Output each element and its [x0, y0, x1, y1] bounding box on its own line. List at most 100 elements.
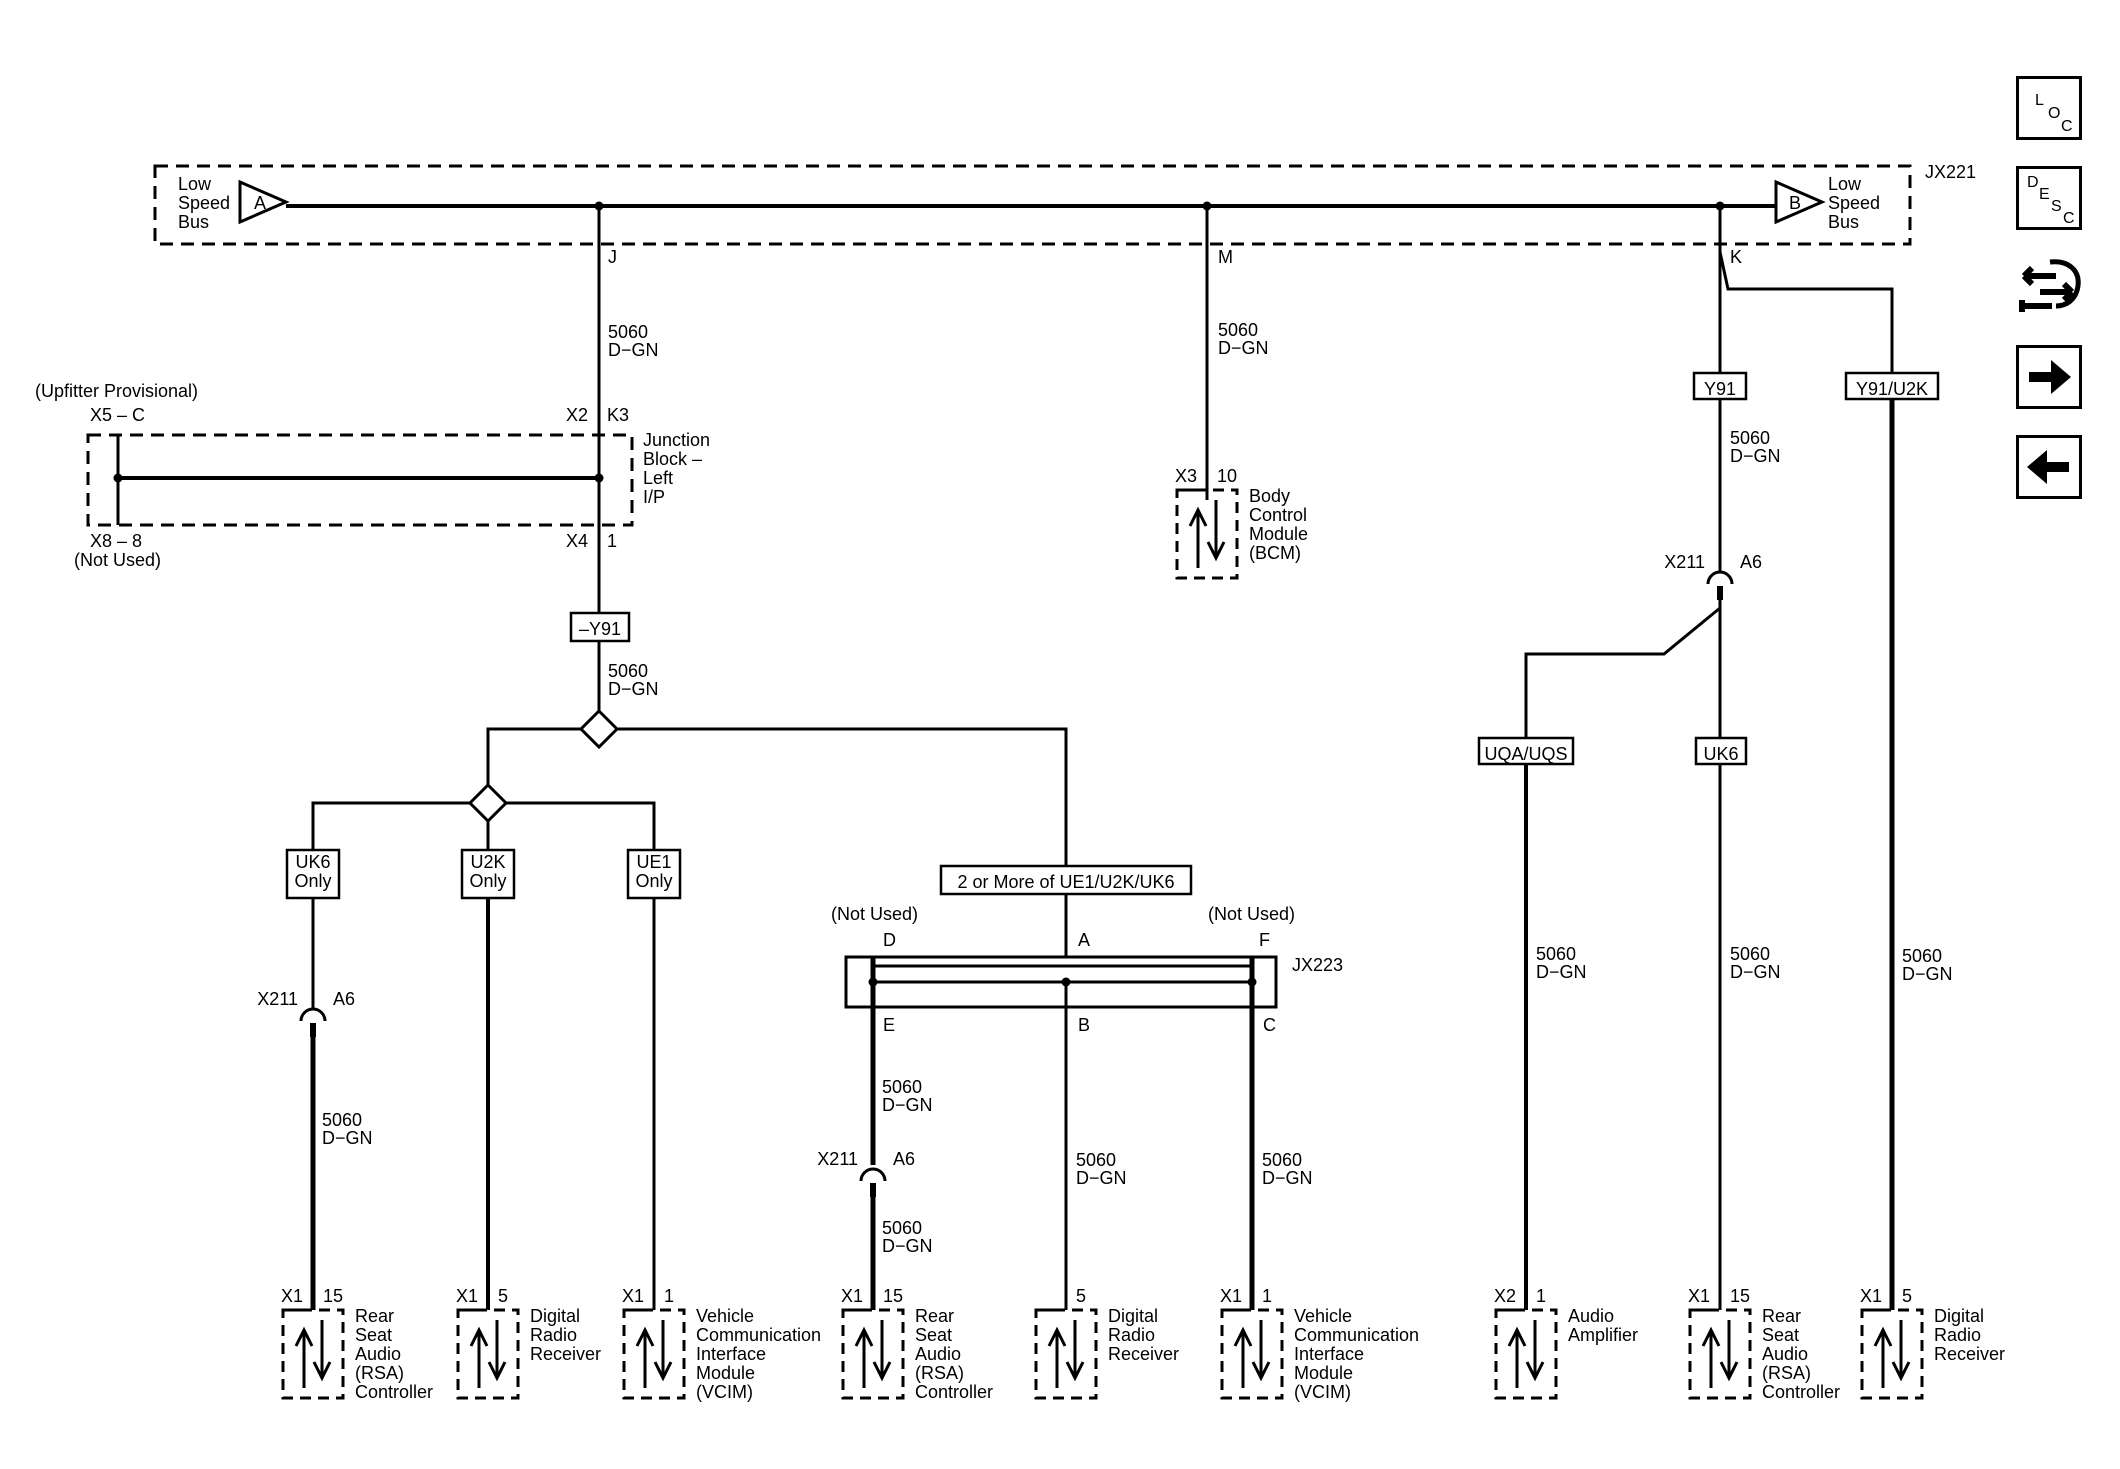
jx223-label: JX223 [1292, 955, 1343, 975]
module-rsa3-connector: X1 [1688, 1286, 1710, 1306]
x211-2-label: X211 [817, 1149, 858, 1169]
wire-amp-number: 5060 [1536, 944, 1576, 964]
wire-drr3-color: D−GN [1902, 964, 1953, 984]
wire-segment [311, 801, 470, 850]
desc-letter-c: C [2063, 210, 2075, 227]
down-arrow-icon [1525, 1320, 1545, 1382]
bus-connector-b-label: B [1789, 193, 1801, 213]
wire-amp-color: D−GN [1536, 962, 1587, 982]
loc-letter-l: L [2035, 92, 2044, 109]
connector-end-view-icon[interactable] [2016, 256, 2084, 326]
option-two-or-more-label: 2 or More of UE1/U2K/UK6 [957, 872, 1174, 892]
previous-page-button[interactable] [2016, 435, 2082, 499]
location-button[interactable]: L O C [2016, 76, 2082, 140]
wire-bcm-number: 5060 [1218, 320, 1258, 340]
pin-k-label: K [1730, 247, 1742, 267]
module-vcim1-pin: 1 [664, 1286, 674, 1306]
bus-connector-a-label: A [254, 193, 266, 213]
jx223-pin-c: C [1263, 1015, 1276, 1035]
wire-rsa2-upper-number: 5060 [882, 1077, 922, 1097]
wire-j-number: 5060 [608, 322, 648, 342]
wire-y91-number: 5060 [608, 661, 648, 681]
wire-drr3-number: 5060 [1902, 946, 1942, 966]
jx223-f-not-used: (Not Used) [1208, 904, 1295, 924]
module-rsa1 [281, 1308, 345, 1400]
module-vcim1-connector: X1 [622, 1286, 644, 1306]
wire-j-color: D−GN [608, 340, 659, 360]
wire-segment [1718, 251, 1894, 373]
module-rsa1-pin: 15 [323, 1286, 343, 1306]
a6-1-label: A6 [333, 989, 355, 1009]
pin-m-label: M [1218, 247, 1233, 267]
module-amp-pin: 1 [1536, 1286, 1546, 1306]
up-arrow-icon [635, 1326, 655, 1388]
wire-vcim2-number: 5060 [1262, 1150, 1302, 1170]
module-rsa2-outline [841, 1308, 905, 1400]
pin-j-label: J [608, 247, 617, 267]
jx223-d-not-used: (Not Used) [831, 904, 918, 924]
up-arrow-icon [294, 1326, 314, 1388]
down-arrow-icon [1719, 1320, 1739, 1382]
module-drr1-outline [456, 1308, 520, 1400]
module-rsa2-pin: 15 [883, 1286, 903, 1306]
module-drr3-outline [1860, 1308, 1924, 1400]
module-rsa3-pin: 15 [1730, 1286, 1750, 1306]
wire-rsa1-number: 5060 [322, 1110, 362, 1130]
jx223-pin-f: F [1259, 930, 1270, 950]
wire-drr2-color: D−GN [1076, 1168, 1127, 1188]
module-drr2-pin: 5 [1076, 1286, 1086, 1306]
module-drr3 [1860, 1308, 1924, 1400]
module-vcim1-outline [622, 1308, 686, 1400]
down-arrow-icon [312, 1320, 332, 1382]
option-two-or-more-frame [939, 864, 1193, 896]
option-uk6: UK6 [1694, 736, 1748, 766]
wire-bcm-color: D−GN [1218, 338, 1269, 358]
wire-rsa1-color: D−GN [322, 1128, 373, 1148]
module-rsa1-connector: X1 [281, 1286, 303, 1306]
up-arrow-icon [1873, 1326, 1893, 1388]
up-arrow-icon [854, 1326, 874, 1388]
up-arrow-icon [1233, 1326, 1253, 1388]
module-drr3-connector: X1 [1860, 1286, 1882, 1306]
splice-diamond-main [578, 708, 620, 750]
module-drr3-pin: 5 [1902, 1286, 1912, 1306]
module-rsa1-outline [281, 1308, 345, 1400]
next-page-button[interactable] [2016, 345, 2082, 409]
wire-rsa2-upper-color: D−GN [882, 1095, 933, 1115]
module-amp-connector: X2 [1494, 1286, 1516, 1306]
option-y91-u2k-label: Y91/U2K [1856, 379, 1928, 399]
module-vcim2 [1220, 1308, 1284, 1400]
option-y91-label: Y91 [1704, 379, 1736, 399]
up-arrow-icon [1188, 506, 1208, 568]
module-drr1-connector: X1 [456, 1286, 478, 1306]
loc-letter-c: C [2061, 118, 2073, 135]
arrow-left-icon [2027, 450, 2069, 484]
module-vcim1 [622, 1308, 686, 1400]
inline-connector-x211-1 [299, 1007, 327, 1022]
up-arrow-icon [1507, 1326, 1527, 1388]
jx221-label: JX221 [1925, 162, 1976, 182]
description-button[interactable]: D E S C [2016, 166, 2082, 230]
option-two-or-more: 2 or More of UE1/U2K/UK6 [939, 864, 1193, 896]
jx221-outline [153, 164, 1912, 246]
desc-letter-d: D [2027, 174, 2039, 191]
option-y91: Y91 [1692, 371, 1748, 401]
down-arrow-icon [1891, 1320, 1911, 1382]
up-arrow-icon [1701, 1326, 1721, 1388]
module-drr2 [1034, 1308, 1098, 1400]
wire-y91-right-number: 5060 [1730, 428, 1770, 448]
inline-connector-x211-1-pin [310, 1023, 316, 1037]
wire-segment [486, 727, 581, 803]
module-vcim2-pin: 1 [1262, 1286, 1272, 1306]
jx223-pin-a: A [1078, 930, 1090, 950]
option-uqa-uqs-frame [1477, 736, 1575, 766]
